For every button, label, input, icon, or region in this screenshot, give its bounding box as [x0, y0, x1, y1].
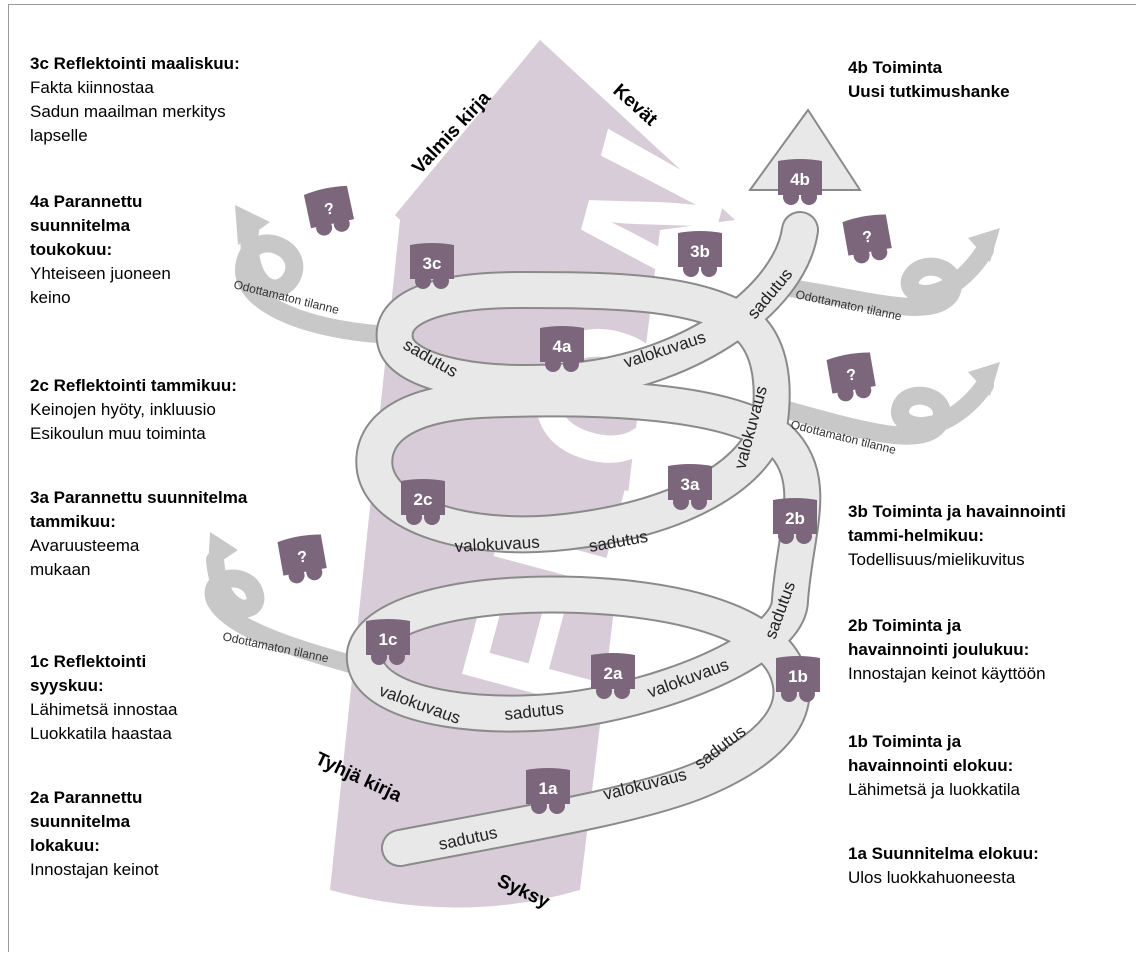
text-block-2c: 2c Reflektointi tammikuu: Keinojen hyöty…: [30, 374, 237, 446]
node-2a: 2a: [591, 653, 635, 699]
heading-line: suunnitelma: [30, 216, 131, 235]
heading-line: 2a Parannettu: [30, 788, 143, 807]
body-line: Ulos luokkahuoneesta: [848, 868, 1016, 887]
branch-arrow: [771, 376, 994, 445]
question-node: ?: [842, 212, 894, 266]
node-1a: 1a: [526, 768, 570, 814]
node-2c: 2c: [401, 479, 445, 525]
node-4a: 4a: [540, 326, 584, 372]
heading-line: 1a Suunnitelma elokuu:: [848, 844, 1039, 863]
branch-arrow: [781, 241, 994, 316]
arrowhead: [235, 205, 270, 245]
question-mark: ?: [861, 228, 874, 246]
node-label: 2c: [414, 490, 433, 509]
heading-line: 1b Toiminta ja: [848, 732, 962, 751]
text-block-4b: 4b Toiminta Uusi tutkimushanke: [848, 56, 1010, 104]
arrowhead: [968, 362, 1000, 396]
body-line: Todellisuus/mielikuvitus: [848, 550, 1025, 569]
body-line: Keinojen hyöty, inkluusio: [30, 400, 216, 419]
node-3b: 3b: [678, 231, 722, 277]
node-2b: 2b: [773, 498, 817, 544]
question-node: ?: [303, 183, 357, 239]
band-word: valokuvaus: [454, 533, 540, 556]
branch-arrowheads: [208, 205, 1000, 570]
heading-line: 3c Reflektointi maaliskuu:: [30, 54, 240, 73]
text-block-1c: 1c Reflektointi syyskuu: Lähimetsä innos…: [30, 650, 177, 746]
node-4b: 4b: [778, 159, 822, 205]
text-block-1a: 1a Suunnitelma elokuu: Ulos luokkahuonee…: [848, 842, 1039, 890]
heading-line: havainnointi elokuu:: [848, 756, 1014, 775]
node-label: 1c: [379, 630, 398, 649]
arrowhead: [968, 228, 1000, 262]
text-block-2b: 2b Toiminta ja havainnointi joulukuu: In…: [848, 614, 1046, 686]
body-line: Fakta kiinnostaa: [30, 78, 154, 97]
node-label: 2a: [604, 664, 623, 683]
heading-line: toukokuu:: [30, 240, 113, 259]
body-line: Innostajan keinot: [30, 860, 159, 879]
heading-line: 2c Reflektointi tammikuu:: [30, 376, 237, 395]
question-mark: ?: [296, 548, 309, 566]
node-label: 2b: [785, 509, 805, 528]
text-block-3a: 3a Parannettu suunnitelma tammikuu: Avar…: [30, 486, 247, 582]
body-line: Lähimetsä ja luokkatila: [848, 780, 1020, 799]
body-line: mukaan: [30, 560, 91, 579]
node-3a: 3a: [668, 464, 712, 510]
heading-line: 2b Toiminta ja: [848, 616, 962, 635]
node-label: 1b: [788, 667, 808, 686]
body-line: Avaruusteema: [30, 536, 140, 555]
heading-line: tammikuu:: [30, 512, 116, 531]
body-line: Yhteiseen juoneen: [30, 264, 171, 283]
heading-line: 3b Toiminta ja havainnointi: [848, 502, 1066, 521]
question-mark: ?: [323, 200, 336, 219]
heading-line: lokakuu:: [30, 836, 100, 855]
body-line: Innostajan keinot käyttöön: [848, 664, 1046, 683]
node-1c: 1c: [366, 619, 410, 665]
question-nodes: ? ? ? ?: [277, 183, 894, 586]
node-label: 3c: [423, 254, 442, 273]
body-line: Lähimetsä innostaa: [30, 700, 178, 719]
heading-line: 4b Toiminta: [848, 58, 943, 77]
body-line: keino: [30, 288, 71, 307]
branch-arrow: [235, 221, 399, 344]
branch-arrows: [204, 221, 994, 677]
node-label: 1a: [539, 779, 558, 798]
text-block-4a: 4a Parannettu suunnitelma toukokuu: Yhte…: [30, 190, 171, 310]
arrowhead: [208, 532, 238, 570]
question-node: ?: [277, 532, 329, 586]
text-block-3b: 3b Toiminta ja havainnointi tammi-helmik…: [848, 500, 1066, 572]
phase-nodes: 1a 1b 1c 2a 2b 2c 3a 3b 3c 4a 4b: [366, 159, 822, 814]
text-block-1b: 1b Toiminta ja havainnointi elokuu: Lähi…: [848, 730, 1020, 802]
heading-line: syyskuu:: [30, 676, 104, 695]
heading-line: 1c Reflektointi: [30, 652, 147, 671]
heading-line: 3a Parannettu suunnitelma: [30, 488, 248, 507]
question-node: ?: [826, 350, 878, 404]
heading-line: 4a Parannettu: [30, 192, 143, 211]
text-block-2a: 2a Parannettu suunnitelma lokakuu: Innos…: [30, 786, 159, 882]
text-block-3c: 3c Reflektointi maaliskuu: Fakta kiinnos…: [30, 52, 240, 148]
question-mark: ?: [845, 366, 858, 384]
body-line: lapselle: [30, 126, 88, 145]
node-label: 4b: [790, 170, 810, 189]
figure-frame: [8, 4, 1136, 952]
node-label: 3b: [690, 242, 710, 261]
branch-arrow: [204, 551, 374, 677]
body-line: Sadun maailman merkitys: [30, 102, 226, 121]
heading-line: suunnitelma: [30, 812, 131, 831]
spiral-band: [345, 211, 822, 867]
node-3c: 3c: [410, 243, 454, 289]
body-line: Luokkatila haastaa: [30, 724, 172, 743]
heading-line: havainnointi joulukuu:: [848, 640, 1030, 659]
body-line: Esikoulun muu toiminta: [30, 424, 206, 443]
node-label: 3a: [681, 475, 700, 494]
node-label: 4a: [553, 337, 572, 356]
heading-line: tammi-helmikuu:: [848, 526, 985, 545]
node-1b: 1b: [776, 656, 820, 702]
heading-line: Uusi tutkimushanke: [848, 82, 1010, 101]
